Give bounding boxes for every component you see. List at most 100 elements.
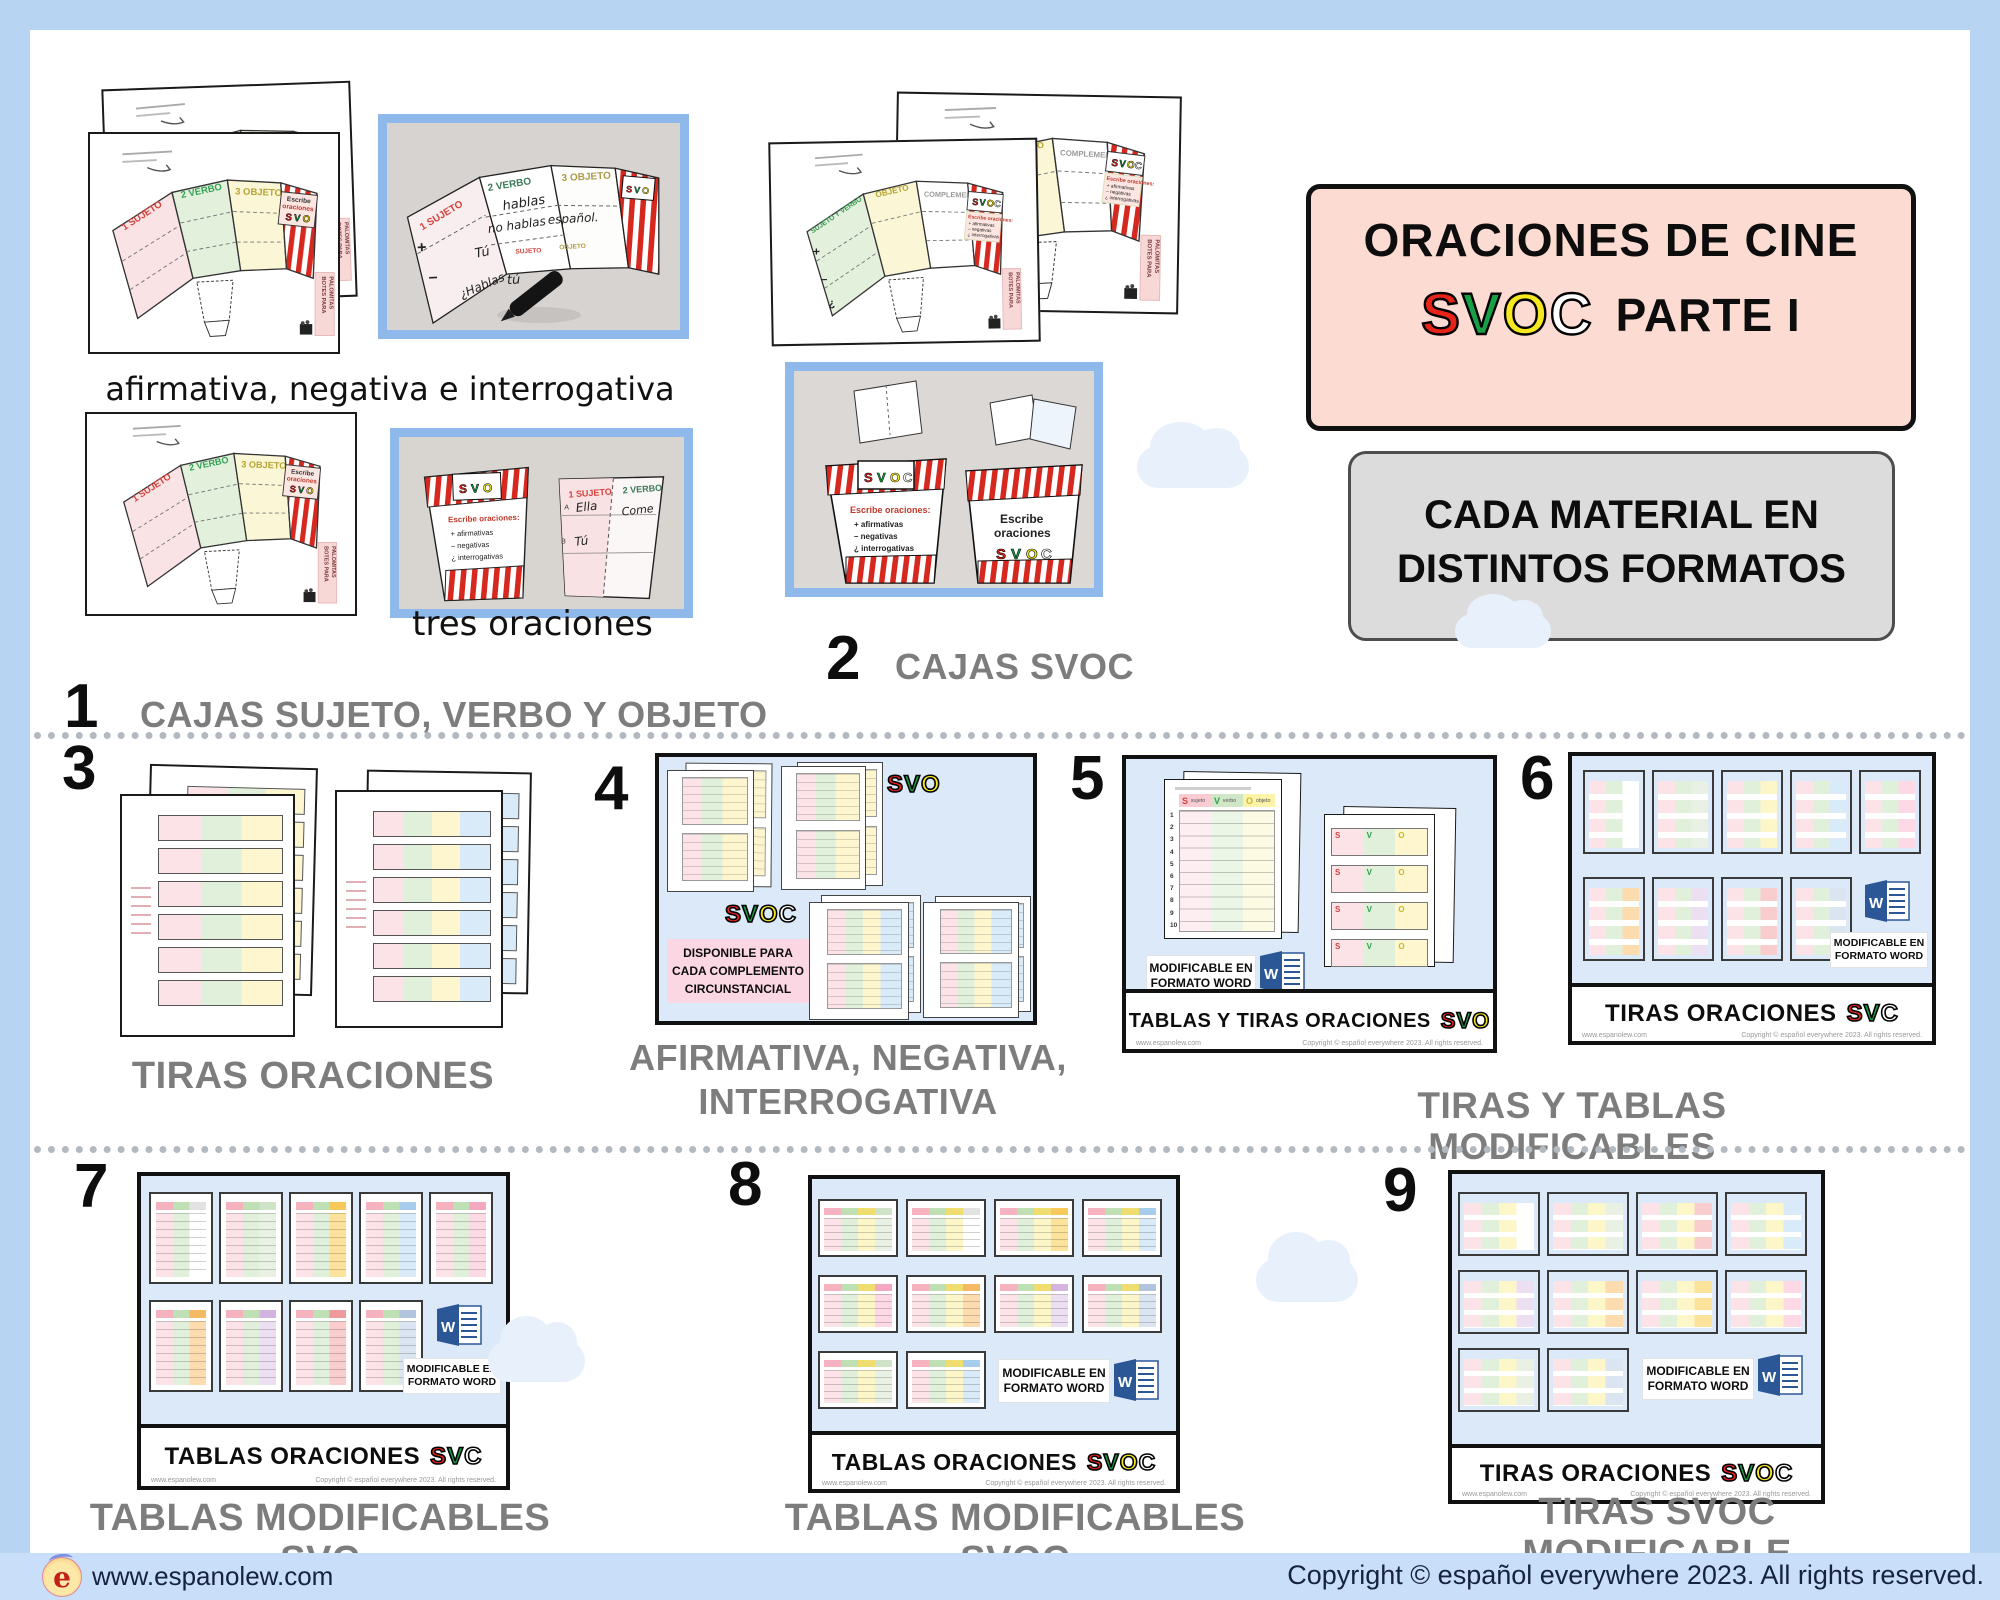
item1-label: CAJAS SUJETO, VERBO Y OBJETO <box>140 694 768 735</box>
svg-text:W: W <box>1762 1369 1777 1386</box>
mini-sheet <box>1721 877 1783 961</box>
item9-number: 9 <box>1383 1156 1418 1225</box>
mini-sheet <box>1636 1192 1718 1256</box>
mini-sheet <box>1636 1270 1718 1334</box>
svoc-cup-interrogativas: ¿ interrogativas <box>854 544 915 553</box>
mini-sheet <box>906 1351 986 1409</box>
sentence-strip <box>158 881 283 907</box>
mini-sheet <box>1082 1199 1162 1257</box>
svoc-badge-o: O <box>890 470 900 485</box>
item8-number: 8 <box>728 1150 763 1219</box>
word-badge-line1: MODIFICABLE EN <box>1149 961 1253 975</box>
item5-number: 5 <box>1070 744 1105 813</box>
hw-ella: Ella <box>575 499 598 515</box>
sentence-strip <box>158 815 283 841</box>
mini-sheet <box>1458 1192 1540 1256</box>
mini-sheet <box>1082 1275 1162 1333</box>
strips-sheet <box>120 794 295 1037</box>
mini-sheet <box>149 1192 213 1284</box>
item56-label: TIRAS Y TABLAS MODIFICABLES <box>1417 1085 1727 1167</box>
svo-word: SVO <box>886 771 941 799</box>
popcorn-template-sheet <box>85 412 357 616</box>
popcorn-template-sheet <box>88 132 340 354</box>
photo-tres-oraciones: S V O Escribe oraciones: + afirmativas –… <box>390 428 693 618</box>
hw-come: Come <box>621 502 654 518</box>
item5-band-text: TABLAS Y TIRAS ORACIONES <box>1128 1009 1431 1032</box>
svoc-letter-s: S <box>724 901 743 928</box>
hw-plus: + <box>417 239 427 256</box>
item6-band: TIRAS ORACIONES SVC www.espanolew.com Co… <box>1572 983 1932 1041</box>
mini-sheet <box>1547 1270 1629 1334</box>
item9-band: TIRAS ORACIONES SVOC www.espanolew.com C… <box>1452 1444 1821 1500</box>
subtitle-box: CADA MATERIAL EN DISTINTOS FORMATOS <box>1348 451 1895 641</box>
sentence-strip <box>373 943 491 969</box>
svoc-letter-o: O <box>758 901 779 928</box>
svoc-cup2-oraciones: oraciones <box>994 526 1051 540</box>
complemento-note: DISPONIBLE PARA CADA COMPLEMENTO CIRCUNS… <box>667 939 809 1003</box>
sentence-strip <box>373 976 491 1002</box>
item4-number: 4 <box>594 754 629 823</box>
svoc-cup2-c: C <box>1041 546 1052 563</box>
table-grid <box>1179 810 1275 932</box>
mini-sheet <box>219 1300 283 1392</box>
photo-writing-example: S V O 1 SUJETO 2 VERBO 3 OBJETO hablas +… <box>378 114 689 339</box>
mini-sheet <box>359 1192 423 1284</box>
svoc-word: SVOC <box>724 901 797 929</box>
title-letter-o: O <box>1501 282 1550 347</box>
title-letter-c: C <box>1549 282 1594 347</box>
item2-number: 2 <box>826 624 861 693</box>
item4-label-line1: AFIRMATIVA, NEGATIVA, <box>629 1037 1067 1078</box>
mini-sheet <box>994 1199 1074 1257</box>
caption-afirmativa: afirmativa, negativa e interrogativa <box>105 370 675 408</box>
cup2-a: A <box>564 504 569 511</box>
svg-text:W: W <box>1264 966 1279 983</box>
word-icon: W <box>437 1304 482 1346</box>
title-box: ORACIONES DE CINE SVOC PARTE I <box>1306 184 1916 431</box>
item9-band-text: TIRAS ORACIONES <box>1479 1460 1712 1487</box>
cup2-sujeto: 1 SUJETO <box>568 487 612 500</box>
website-url: www.espanolew.com <box>92 1561 334 1591</box>
worksheet <box>667 770 754 892</box>
mini-sheet <box>1725 1270 1807 1334</box>
sentence-strip <box>158 848 283 874</box>
svoc-cup-negativas: – negativas <box>854 532 898 541</box>
photo-label-objeto: 3 OBJETO <box>561 171 611 185</box>
word-icon: W <box>1114 1359 1159 1401</box>
sentence-strip <box>373 844 491 870</box>
band-microtext-right: Copyright © español everywhere 2023. All… <box>1302 1040 1483 1047</box>
item6-band-text: TIRAS ORACIONES <box>1605 1000 1837 1027</box>
mini-sheet <box>1652 877 1714 961</box>
cup-escribe: Escribe oraciones: <box>448 513 520 524</box>
copyright-text: Copyright © español everywhere 2023. All… <box>1287 1560 1984 1590</box>
item4-panel: SVO SVOC DISPONIBLE PARA CADA COMPLEMENT… <box>655 753 1037 1025</box>
photo-badge-v: V <box>634 185 641 195</box>
cup-negativas: – negativas <box>451 540 490 550</box>
mini-sheet <box>1583 770 1645 854</box>
mini-sheet <box>906 1275 986 1333</box>
item5-band: TABLAS Y TIRAS ORACIONES SVO www.espanol… <box>1126 989 1493 1049</box>
cloud-decoration <box>1455 594 1551 648</box>
band-microtext-left: www.espanolew.com <box>1136 1040 1201 1047</box>
dotted-divider <box>34 732 1966 739</box>
espanol-everywhere-logo: e <box>42 1557 82 1597</box>
cup-interrogativas: ¿ interrogativas <box>451 552 503 563</box>
svg-text:W: W <box>441 1319 456 1336</box>
item7-band-text: TABLAS ORACIONES <box>164 1443 421 1470</box>
hw-tu-cup: Tú <box>574 533 590 548</box>
cloud-decoration <box>1256 1232 1358 1302</box>
cloud-decoration <box>1137 421 1249 488</box>
title-line2: SVOC PARTE I <box>1311 281 1911 348</box>
svoc-letter-v: V <box>741 901 760 928</box>
svoc-cup2-escribe: Escribe <box>1000 512 1044 526</box>
